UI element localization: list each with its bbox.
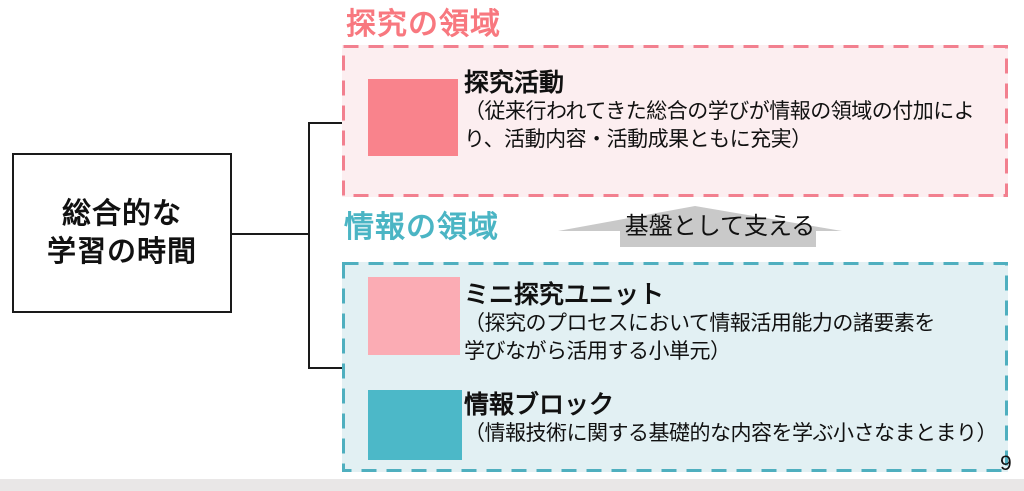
inquiry-activity-item: 探究活動 （従来行われてきた総合の学びが情報の領域の付加によ り、活動内容・活動…	[464, 69, 975, 154]
inquiry-activity-swatch	[368, 79, 458, 156]
inquiry-domain-title: 探究の領域	[346, 8, 501, 41]
page-number: 9	[1000, 452, 1012, 475]
info-box-dashed-border-icon	[342, 262, 1008, 472]
mini-inquiry-unit-desc-line1: （探究のプロセスにおいて情報活用能力の諸要素を	[464, 312, 935, 335]
connector-line-middle	[232, 233, 308, 235]
info-block-desc-line1: （情報技術に関する基礎的な内容を学ぶ小さなまとまり）	[464, 422, 998, 445]
mini-inquiry-unit-desc-line2: 学びながら活用する小単元）	[464, 340, 731, 363]
support-arrow-label: 基盤として支える	[624, 213, 816, 240]
bottom-strip	[0, 479, 1024, 491]
support-arrow-icon	[558, 206, 842, 247]
inquiry-activity-desc-line2: り、活動内容・活動成果ともに充実）	[464, 128, 812, 151]
info-domain-box: ミニ探究ユニット （探究のプロセスにおいて情報活用能力の諸要素を 学びながら活用…	[342, 262, 1008, 472]
connector-line-top-branch	[308, 122, 344, 124]
info-block-item: 情報ブロック （情報技術に関する基礎的な内容を学ぶ小さなまとまり）	[464, 391, 998, 448]
mini-inquiry-unit-swatch	[368, 277, 460, 355]
mini-inquiry-unit-title: ミニ探究ユニット	[464, 281, 665, 309]
info-block-swatch	[368, 390, 462, 460]
info-block-title: 情報ブロック	[464, 391, 615, 419]
root-topic-line2: 学習の時間	[46, 236, 197, 268]
root-topic-box: 総合的な 学習の時間	[12, 153, 232, 313]
connector-line-bottom-branch	[308, 367, 344, 369]
inquiry-domain-box: 探究活動 （従来行われてきた総合の学びが情報の領域の付加によ り、活動内容・活動…	[342, 45, 1008, 197]
inquiry-activity-desc-line1: （従来行われてきた総合の学びが情報の領域の付加によ	[464, 100, 975, 123]
connector-line-spine	[308, 122, 310, 369]
mini-inquiry-unit-item: ミニ探究ユニット （探究のプロセスにおいて情報活用能力の諸要素を 学びながら活用…	[464, 281, 935, 366]
inquiry-box-dashed-border-icon	[342, 45, 1008, 197]
root-topic-line1: 総合的な	[61, 198, 182, 230]
info-domain-title: 情報の領域	[344, 211, 499, 244]
inquiry-activity-title: 探究活動	[464, 69, 565, 97]
